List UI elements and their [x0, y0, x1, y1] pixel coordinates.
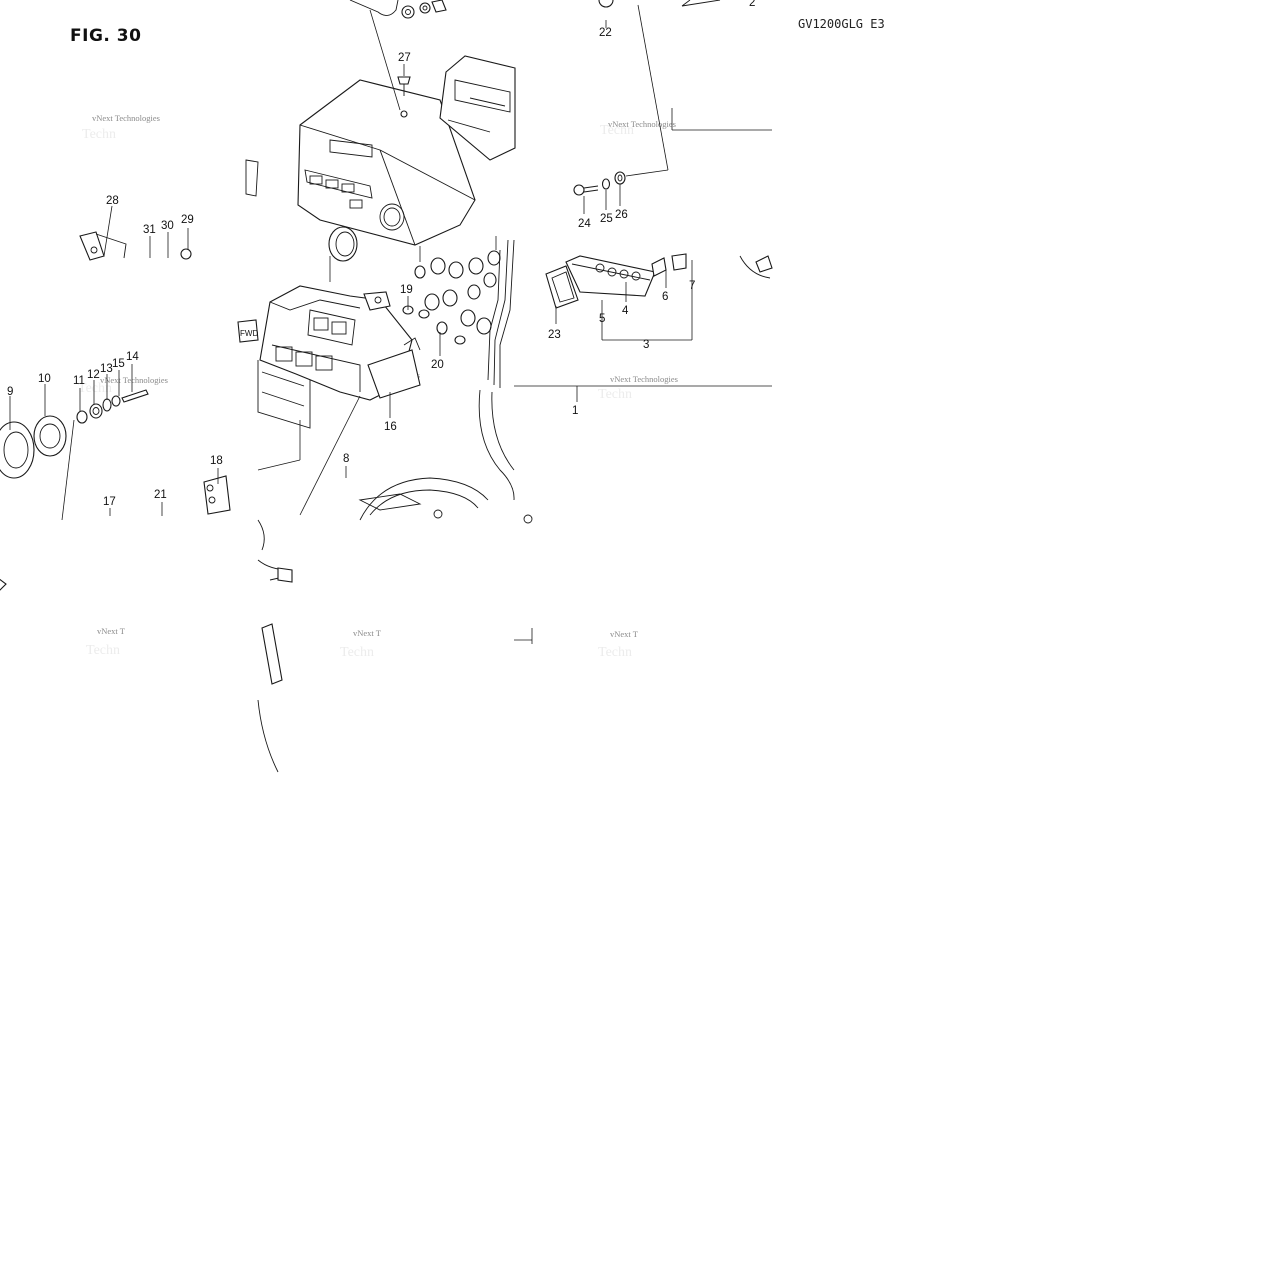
callout-5: 5 [599, 313, 605, 325]
watermark-shadow: Techn [78, 381, 112, 396]
bulb-socket-group [402, 239, 515, 388]
callout-26: 26 [615, 209, 628, 221]
callout-21: 21 [154, 489, 167, 501]
watermark-shadow: Techn [600, 123, 634, 138]
callout-6: 6 [662, 291, 668, 303]
wiring-harness-part [257, 389, 533, 773]
callout-1: 1 [572, 405, 578, 417]
leader-lines [9, 4, 772, 644]
watermark-shadow: Techn [82, 127, 116, 142]
callout-25: 25 [600, 213, 613, 225]
callout-24: 24 [578, 218, 591, 230]
callout-9: 9 [7, 386, 13, 398]
callout-19: 19 [400, 284, 413, 296]
callout-7: 7 [689, 280, 695, 292]
callout-31: 31 [143, 224, 156, 236]
callout-15: 15 [112, 358, 125, 370]
watermark-shadow: Techn [86, 643, 120, 658]
bracket-part [79, 231, 192, 261]
watermark: vNext T [610, 629, 639, 639]
watermark: vNext T [97, 626, 126, 636]
watermark-shadow: Techn [340, 645, 374, 660]
fwd-marking: FWD [240, 329, 258, 338]
callout-labels: 1 2 3 4 5 6 7 8 9 10 11 12 13 14 15 16 1… [7, 0, 755, 508]
callout-11: 11 [73, 375, 85, 387]
watermark: vNext Technologies [608, 119, 676, 129]
watermark: vNext Technologies [100, 375, 168, 385]
callout-23: 23 [548, 329, 561, 341]
callout-22: 22 [599, 27, 612, 39]
upper-meter-panel-part [439, 55, 516, 161]
callout-29: 29 [181, 214, 194, 226]
callout-3: 3 [643, 339, 649, 351]
callout-12: 12 [87, 369, 100, 381]
model-code: GV1200GLG E3 [798, 17, 885, 31]
watermark: vNext Technologies [610, 374, 678, 384]
callout-16: 16 [384, 421, 397, 433]
watermark-shadow: Techn [598, 645, 632, 660]
top-bracket-part [349, 0, 721, 19]
callout-10: 10 [38, 373, 51, 385]
hood-part [367, 337, 421, 399]
indicator-panel-part [545, 253, 773, 309]
callout-4: 4 [622, 305, 629, 317]
grommet-part [328, 226, 358, 262]
watermark: vNext T [353, 628, 382, 638]
callout-13: 13 [100, 363, 113, 375]
screw-set-part [573, 171, 626, 196]
callout-20: 20 [431, 359, 444, 371]
meter-gauge-part [0, 389, 149, 591]
meter-housing-part [245, 76, 476, 246]
figure-title: FIG. 30 [70, 26, 142, 46]
connector-part [203, 475, 231, 515]
callout-28: 28 [106, 195, 119, 207]
callout-17: 17 [103, 496, 116, 508]
callout-14: 14 [126, 351, 139, 363]
callout-30: 30 [161, 220, 174, 232]
callout-2: 2 [749, 0, 755, 9]
callout-18: 18 [210, 455, 223, 467]
watermark: vNext Technologies [92, 113, 160, 123]
callout-8: 8 [343, 453, 349, 465]
callout-27: 27 [398, 52, 411, 64]
watermark-shadow: Techn [598, 387, 632, 402]
lamp-housing-part: FWD [237, 285, 413, 429]
